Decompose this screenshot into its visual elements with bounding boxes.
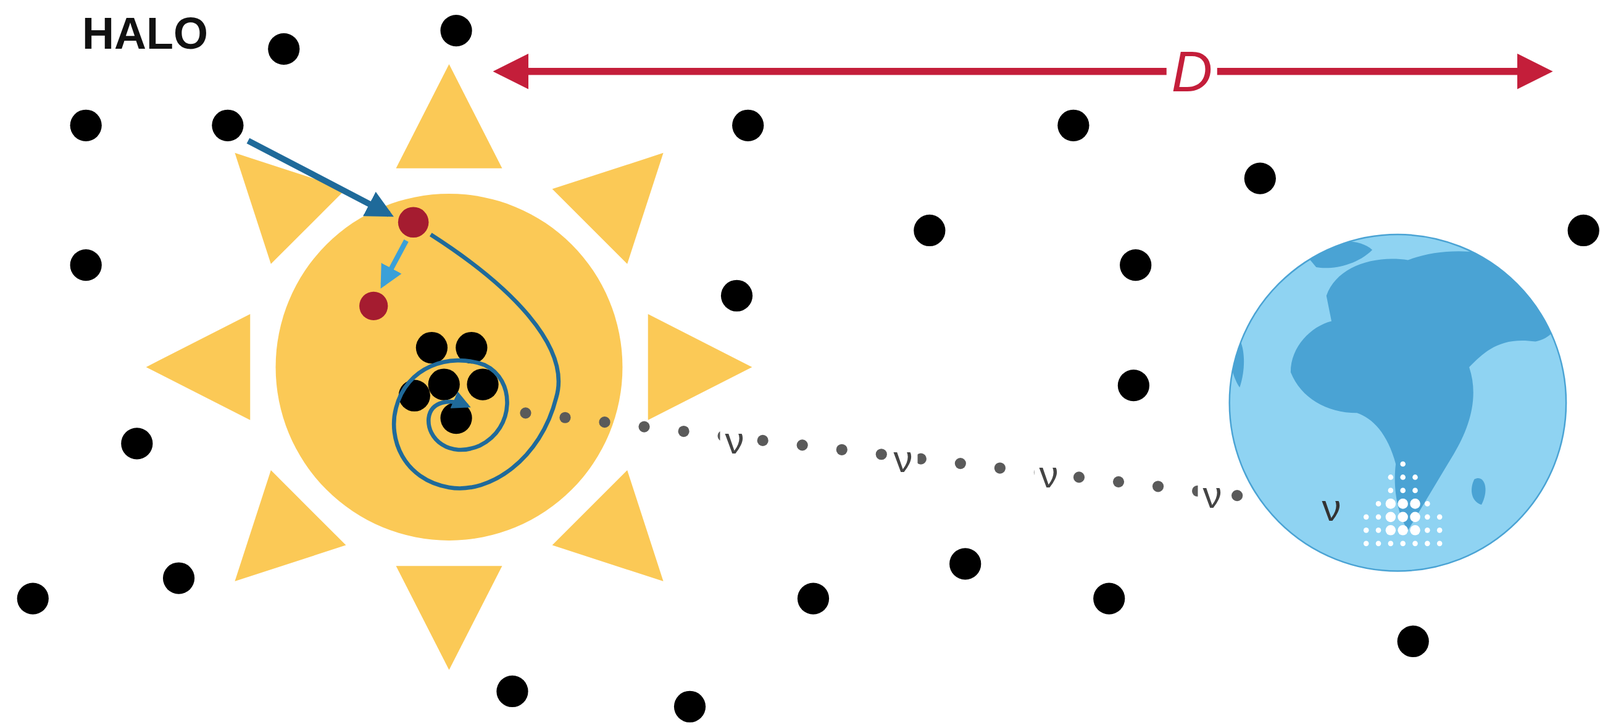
neutrino-dot xyxy=(1112,476,1125,488)
neutrino-dot xyxy=(1152,480,1164,492)
detector-flash xyxy=(1400,474,1406,481)
dark-matter-particle xyxy=(440,14,472,47)
neutrino-symbol: ν xyxy=(720,420,750,462)
dark-matter-particle xyxy=(17,582,49,615)
neutrino-symbol: ν xyxy=(888,438,918,480)
distance-label: D xyxy=(1166,41,1218,102)
neutrino-dot xyxy=(954,458,967,470)
dark-matter-particle xyxy=(949,548,981,580)
detector-flash xyxy=(1409,498,1421,510)
dark-matter-particle xyxy=(674,691,706,723)
neutrino-dot xyxy=(1073,471,1085,483)
dark-matter-particle xyxy=(211,109,244,142)
dark-matter-particle xyxy=(267,33,300,65)
halo-particles xyxy=(17,14,1600,723)
dark-matter-particle xyxy=(1397,625,1430,658)
dark-matter-particle xyxy=(732,109,764,142)
detector-flash xyxy=(1388,488,1394,494)
neutrino-dot xyxy=(796,439,809,451)
detector-flash xyxy=(1409,512,1421,523)
sun-ray xyxy=(396,64,503,169)
earth xyxy=(1229,234,1567,571)
neutrino-dot xyxy=(678,425,690,438)
detector-flash xyxy=(1388,541,1394,547)
dark-matter-particle xyxy=(720,280,753,312)
detector-flash xyxy=(1385,512,1397,523)
sun-ray xyxy=(648,314,753,421)
dark-matter-particle xyxy=(162,562,195,594)
dark-matter-particle xyxy=(70,109,102,142)
dark-matter-particle xyxy=(913,214,946,247)
dark-matter-particle xyxy=(440,402,472,434)
dark-matter-particle xyxy=(1057,109,1089,142)
detector-flash xyxy=(1385,525,1397,536)
detector-flash xyxy=(1400,541,1406,547)
neutrino-dot xyxy=(836,444,848,456)
dark-matter-particle xyxy=(1244,162,1276,195)
detector-flash xyxy=(1388,474,1394,481)
detector-flash xyxy=(1385,498,1397,510)
neutrino-dot xyxy=(598,416,610,428)
dark-matter-particle xyxy=(416,332,448,364)
detector-flash xyxy=(1412,541,1418,547)
detector-flash xyxy=(1424,501,1431,507)
detector-flash xyxy=(1424,527,1431,534)
neutrino-dot xyxy=(638,421,650,433)
sun xyxy=(275,193,623,541)
spiral-path xyxy=(393,234,559,489)
distance-arrow xyxy=(500,67,1546,76)
neutrino-dot xyxy=(519,407,531,419)
detector-flash xyxy=(1375,514,1382,521)
scattering-particle xyxy=(398,206,430,238)
detector-flash xyxy=(1412,488,1418,494)
sun-rays xyxy=(146,64,753,671)
dark-matter-particle xyxy=(1119,249,1152,281)
detector-flash xyxy=(1363,514,1370,521)
detector-flash xyxy=(1397,512,1409,523)
dark-matter-particle xyxy=(1567,214,1600,247)
neutrino-dot xyxy=(994,462,1006,474)
detector-flash xyxy=(1437,541,1443,547)
capture-arrow xyxy=(248,140,389,215)
detector-flash xyxy=(1363,541,1370,547)
sun-ray xyxy=(146,314,251,421)
detector-flash xyxy=(1409,525,1421,536)
neutrino-symbol: ν xyxy=(1317,487,1347,529)
dark-matter-particle xyxy=(428,368,460,400)
neutrino-symbol: ν xyxy=(1034,454,1064,496)
detector-flash xyxy=(1375,501,1382,507)
dark-matter-particle xyxy=(797,582,830,615)
sun-ray xyxy=(396,566,503,671)
dark-matter-particle xyxy=(1117,369,1150,402)
detector-flash xyxy=(1375,527,1382,534)
detector-flash xyxy=(1424,514,1431,521)
detector-flash xyxy=(1397,498,1409,510)
dark-matter-particle xyxy=(398,380,431,412)
recoil-particle xyxy=(359,291,388,321)
dark-matter-particle xyxy=(70,249,102,281)
neutrino-dot xyxy=(875,448,888,460)
detector-flash xyxy=(1400,488,1406,494)
dark-matter-particle xyxy=(496,675,528,708)
neutrino-dot xyxy=(1231,490,1243,502)
detector-flash xyxy=(1412,474,1418,481)
detector-flash xyxy=(1437,527,1443,534)
detector-flash xyxy=(1400,461,1406,468)
detector-flash xyxy=(1424,541,1431,547)
scatter-arrow xyxy=(382,240,407,285)
detector-flash xyxy=(1437,514,1443,521)
halo-label: HALO xyxy=(77,9,213,57)
neutrino-dot xyxy=(559,412,571,424)
detector-flash xyxy=(1363,527,1370,534)
dark-matter-particle xyxy=(1093,582,1125,615)
detector-flash xyxy=(1397,525,1409,536)
neutrino-dot xyxy=(757,435,769,447)
sun-ring xyxy=(260,178,638,556)
neutrino-symbol: ν xyxy=(1198,474,1228,516)
detector-flash xyxy=(1375,541,1382,547)
dark-matter-particle xyxy=(120,427,153,460)
